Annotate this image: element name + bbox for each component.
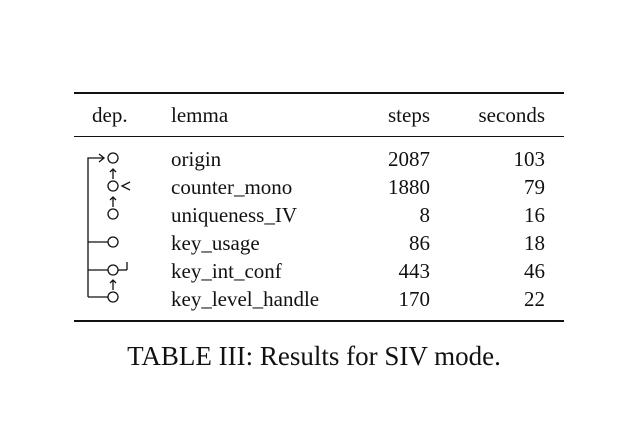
header-lemma: lemma [171,103,229,127]
top-rule [74,92,564,94]
header-dep: dep. [92,103,128,127]
header-rule [74,136,564,137]
dependency-graph-icon [87,152,131,303]
row-5-steps: 443 [398,259,431,283]
row-2-seconds: 79 [524,175,545,199]
row-4-lemma: key_usage [171,231,260,255]
row-3-steps: 8 [419,203,431,227]
row-5-seconds: 46 [524,259,545,283]
dep-node-key-usage [107,236,119,248]
row-5-lemma: key_int_conf [171,259,282,283]
row-4-steps: 86 [409,231,430,255]
row-2-lemma: counter_mono [171,175,293,199]
table-caption: TABLE III: Results for SIV mode. [127,341,501,371]
row-3-seconds: 16 [524,203,545,227]
row-6-lemma: key_level_handle [171,287,320,311]
row-3-lemma: uniqueness_IV [171,203,297,227]
row-6-seconds: 22 [524,287,545,311]
bottom-rule [74,320,564,322]
dep-node-origin [107,152,119,164]
row-2-steps: 1880 [388,175,430,199]
row-1-steps: 2087 [388,147,430,171]
row-1-seconds: 103 [513,147,546,171]
dep-node-key-int-conf [107,264,119,276]
dep-node-key-level-handle [107,291,119,303]
row-1-lemma: origin [171,147,222,171]
dep-node-counter-mono [107,180,119,192]
row-4-seconds: 18 [524,231,545,255]
row-6-steps: 170 [398,287,431,311]
dep-node-uniqueness-iv [107,208,119,220]
header-seconds: seconds [478,103,546,127]
header-steps: steps [388,103,430,127]
